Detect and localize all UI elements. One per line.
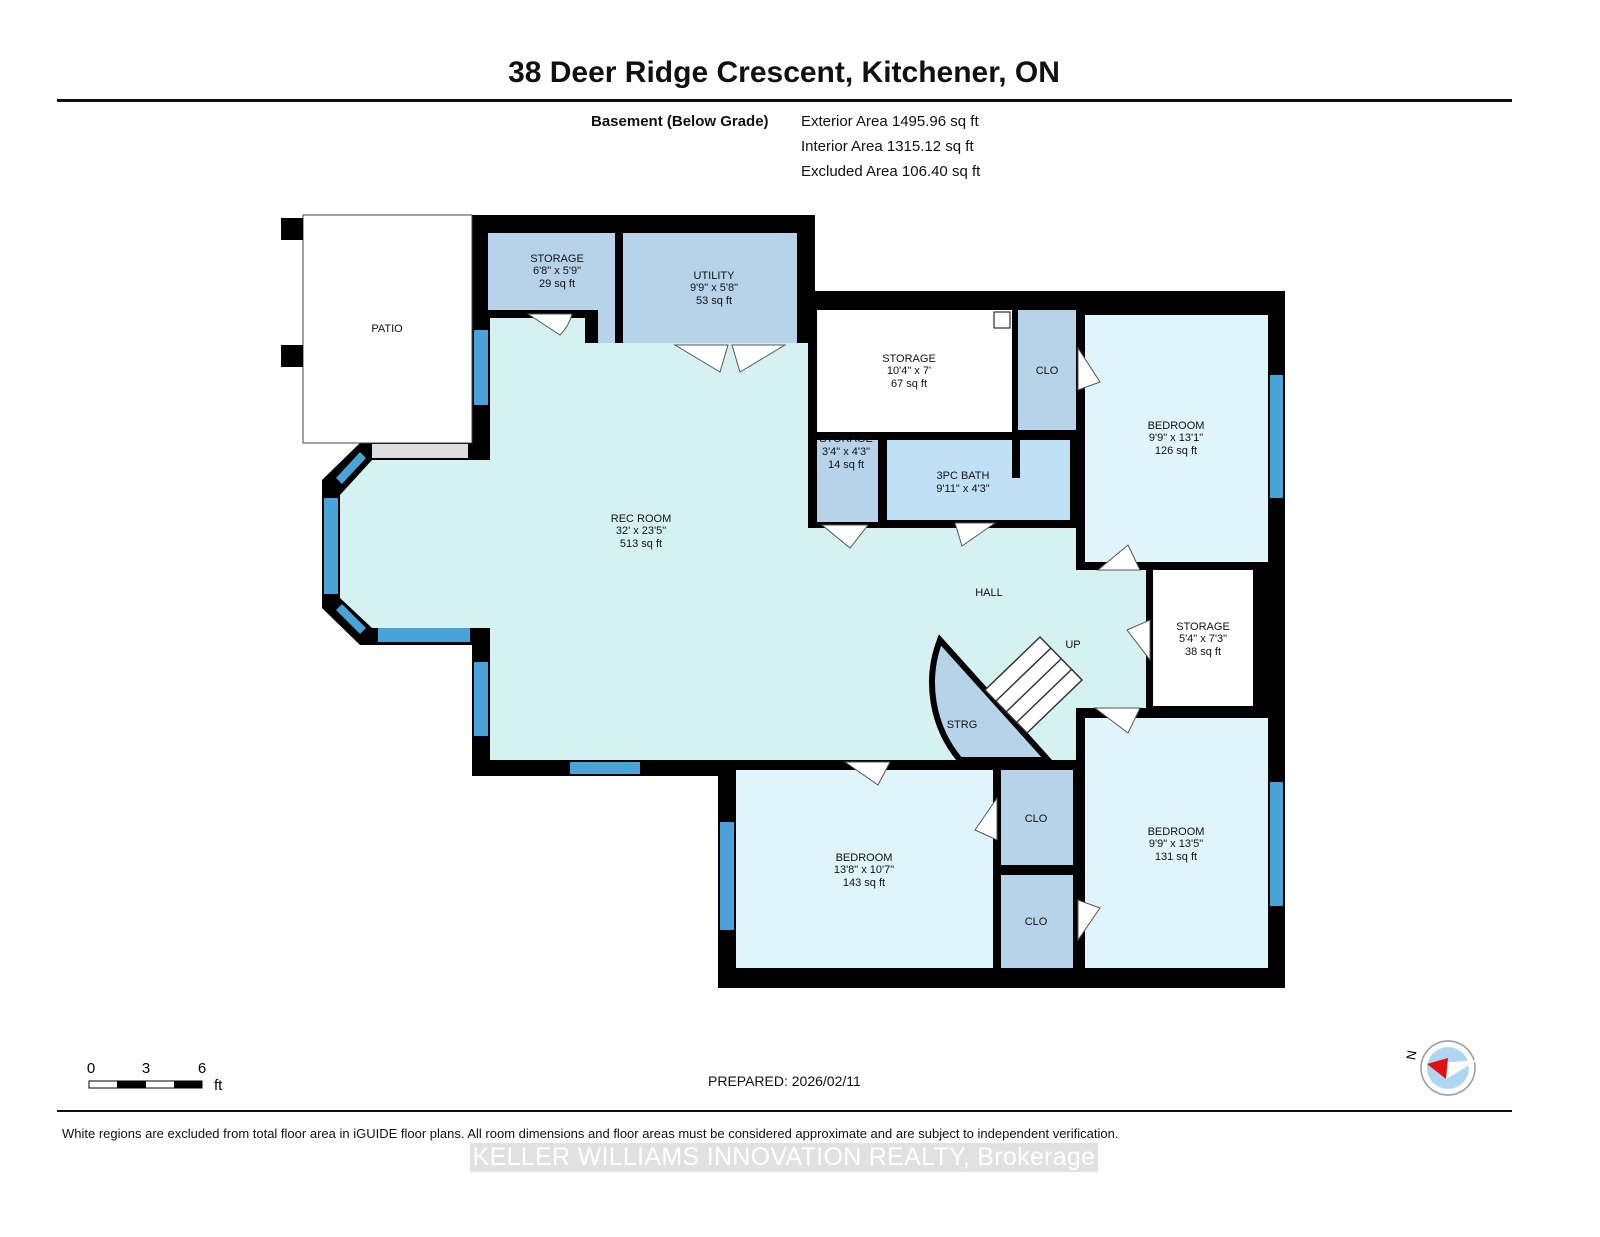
- footer-divider: [57, 1110, 1512, 1112]
- excluded-area: Excluded Area 106.40 sq ft: [801, 163, 981, 180]
- header-divider: [57, 99, 1512, 102]
- interior-area: Interior Area 1315.12 sq ft: [801, 138, 974, 155]
- room-name: BEDROOM: [1148, 420, 1205, 432]
- room-name: STORAGE: [819, 433, 873, 445]
- room-dims: 13'8" x 10'7": [834, 864, 894, 876]
- bathroom: [887, 440, 1070, 520]
- storage-room-1: [488, 233, 615, 343]
- room-dims: 10'4" x 7': [887, 365, 931, 377]
- room-name: CLO: [1036, 365, 1059, 377]
- patio: [302, 214, 473, 444]
- compass-icon: N: [1403, 1040, 1478, 1096]
- room-area: 38 sq ft: [1185, 646, 1221, 658]
- room-area: 14 sq ft: [828, 459, 864, 471]
- room-dims: 9'9" x 13'5": [1149, 838, 1203, 850]
- under-stair-storage: [929, 634, 1055, 763]
- utility-room: [623, 233, 797, 343]
- room-name: HALL: [975, 587, 1003, 599]
- bedroom-3: [1085, 718, 1268, 968]
- watermark: KELLER WILLIAMS INNOVATION REALTY, Broke…: [470, 1143, 1098, 1172]
- room-name: STORAGE: [882, 353, 936, 365]
- room-area: 53 sq ft: [696, 295, 732, 307]
- exterior-area: Exterior Area 1495.96 sq ft: [801, 113, 979, 130]
- patio-post: [281, 218, 303, 240]
- storage-room-4: [1153, 570, 1253, 706]
- storage-room-3: [817, 440, 878, 522]
- room-name: BEDROOM: [1148, 826, 1205, 838]
- page-title: 38 Deer Ridge Crescent, Kitchener, ON: [508, 56, 1060, 89]
- room-area: 513 sq ft: [620, 538, 662, 550]
- room-name: PATIO: [371, 323, 403, 335]
- sliding-door[interactable]: [372, 444, 468, 458]
- room-name: REC ROOM: [611, 513, 672, 525]
- svg-text:ft: ft: [214, 1077, 223, 1094]
- room-dims: 3'4" x 4'3": [822, 446, 870, 458]
- wall-segment: [718, 760, 1085, 770]
- room-area: 131 sq ft: [1155, 851, 1197, 863]
- doors[interactable]: [526, 313, 1151, 942]
- stairs: [983, 635, 1084, 735]
- room-name: STORAGE: [530, 253, 584, 265]
- room-name: STORAGE: [1176, 621, 1230, 633]
- windows: [324, 330, 1283, 930]
- room-name: UTILITY: [694, 270, 736, 282]
- room-name: STRG: [947, 719, 978, 731]
- closet-3: [1001, 875, 1073, 968]
- scale-bar: 0 3 6 ft: [87, 1060, 223, 1094]
- room-name: CLO: [1025, 813, 1048, 825]
- room-dims: 5'4" x 7'3": [1179, 633, 1227, 645]
- disclaimer: White regions are excluded from total fl…: [62, 1126, 1119, 1141]
- svg-text:6: 6: [198, 1060, 206, 1077]
- room-dims: 9'11" x 4'3": [936, 483, 989, 495]
- room-dims: 6'8" x 5'9": [533, 265, 581, 277]
- svg-text:3: 3: [142, 1060, 150, 1077]
- storage-room-2: [817, 310, 1012, 432]
- room-area: 126 sq ft: [1155, 445, 1197, 457]
- svg-text:0: 0: [87, 1060, 95, 1077]
- room-dims: 32' x 23'5": [616, 525, 666, 537]
- room-name: BEDROOM: [836, 852, 893, 864]
- closet-1: [1018, 310, 1076, 430]
- svg-text:N: N: [1403, 1049, 1419, 1061]
- room-name: CLO: [1025, 916, 1048, 928]
- stairs-label: UP: [1065, 639, 1080, 651]
- closet-2: [1001, 770, 1073, 865]
- room-dims: 9'9" x 13'1": [1149, 432, 1203, 444]
- bedroom-1: [1085, 315, 1268, 562]
- level-label: Basement (Below Grade): [591, 113, 769, 130]
- room-dims: 9'9" x 5'8": [690, 282, 738, 294]
- room-area: 67 sq ft: [891, 378, 927, 390]
- bedroom-2: [736, 770, 993, 968]
- chimney-icon: [993, 311, 1011, 329]
- room-area: 143 sq ft: [843, 877, 885, 889]
- patio-post: [281, 345, 303, 367]
- room-area: 29 sq ft: [539, 278, 575, 290]
- prepared-date: PREPARED: 2026/02/11: [708, 1073, 861, 1089]
- room-name: 3PC BATH: [937, 470, 990, 482]
